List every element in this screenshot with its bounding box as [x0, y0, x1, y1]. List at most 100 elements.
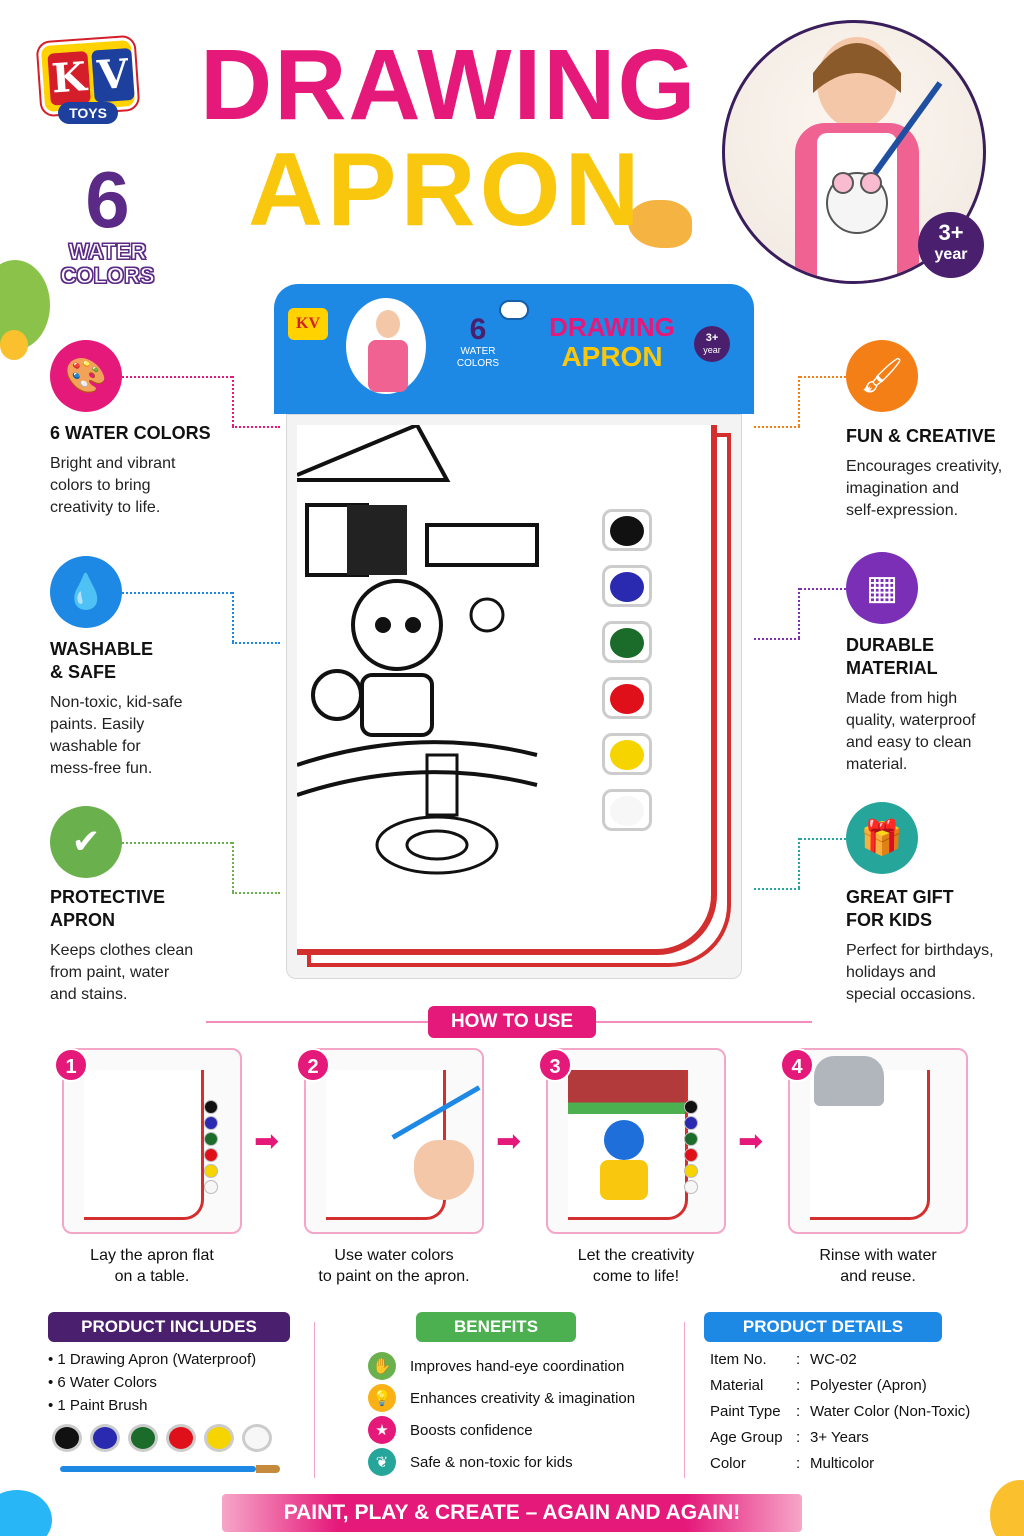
feature-title: WASHABLE	[50, 639, 153, 659]
benefit-item: ★Boosts confidence	[368, 1414, 668, 1446]
feature-title: GREAT GIFT	[846, 887, 954, 907]
paint-pot	[90, 1424, 120, 1452]
title-letters: DRAWING	[200, 29, 698, 141]
feature-description-line: Bright and vibrant	[50, 455, 176, 472]
brand-logo: K V TOYS	[37, 36, 139, 126]
detail-label: Item No.	[710, 1351, 767, 1368]
feature-description: Encourages creativity, imagination and sel…	[846, 456, 1022, 522]
paint-pot	[684, 1164, 698, 1178]
feature-title: FUN & CREATIVE	[846, 426, 996, 446]
list-item: • 1 Drawing Apron (Waterproof)	[48, 1351, 257, 1368]
logo-letter-k: K	[47, 50, 91, 106]
arrow-right-icon: ➡	[254, 1124, 280, 1159]
feature-title: PROTECTIVE	[50, 887, 166, 907]
connector-line	[754, 426, 800, 428]
paint-color	[610, 628, 644, 658]
connector-line	[800, 838, 846, 840]
faucet-image	[814, 1056, 884, 1106]
feature-description-line: imagination and	[846, 480, 959, 497]
detail-colon: :	[796, 1455, 801, 1472]
feature-block: 6 WATER COLORS Bright and vibrant colors t…	[50, 422, 226, 519]
page-title-line2: APRON	[248, 135, 644, 245]
feature-title: 6 WATER COLORS	[50, 423, 211, 443]
page-title-line1: DRAWING	[200, 30, 697, 140]
yellow-splash-decoration	[0, 330, 28, 360]
detail-row: Color:Multicolor	[710, 1451, 1010, 1477]
blue-splash-decoration	[0, 1490, 52, 1536]
age-badge-number: 3+	[938, 220, 964, 245]
benefits-list: ✋Improves hand-eye coordination💡Enhances…	[368, 1350, 668, 1478]
feature-description-line: paints. Easily	[50, 716, 145, 733]
step-illustration	[84, 1070, 204, 1220]
paint-brush-icon: 🖌	[846, 340, 918, 412]
connector-line	[232, 842, 234, 892]
feature-description-line: and easy to clean	[846, 734, 972, 751]
connector-line	[798, 376, 800, 426]
paint-pot	[166, 1424, 196, 1452]
paint-pot	[684, 1100, 698, 1114]
feature-description-line: washable for	[50, 738, 141, 755]
lightbulb-icon: 💡	[368, 1384, 396, 1412]
feature-description-line: material.	[846, 756, 908, 773]
shield-check-icon: ✔	[50, 806, 122, 878]
feature-description-line: self-expression.	[846, 502, 959, 519]
feature-description-line: Encourages creativity,	[846, 458, 1003, 475]
painting-hand-image	[414, 1140, 474, 1200]
age-badge-unit: year	[934, 246, 968, 263]
girl-illustration	[795, 37, 943, 281]
feature-description-line: creativity to life.	[50, 499, 161, 516]
footer-banner: PAINT, PLAY & CREATE – AGAIN AND AGAIN!	[222, 1494, 802, 1532]
list-item: • 6 Water Colors	[48, 1374, 157, 1391]
leaf-icon: ❦	[368, 1448, 396, 1476]
benefits-heading: BENEFITS	[416, 1312, 576, 1342]
gift-icon: 🎁	[846, 802, 918, 874]
paint-color	[610, 684, 644, 714]
detail-value: Water Color (Non-Toxic)	[810, 1403, 971, 1420]
package-title-line2: APRON	[561, 341, 663, 372]
feature-description-line: and stains.	[50, 986, 128, 1003]
step-caption-line: Use water colors	[334, 1247, 454, 1264]
connector-line	[798, 588, 800, 638]
paint-pot	[204, 1100, 218, 1114]
step-caption-line: Lay the apron flat	[90, 1247, 214, 1264]
step-card	[304, 1048, 484, 1234]
title-letters: APRON	[248, 132, 644, 248]
paint-brush-tip	[256, 1465, 280, 1473]
step-card	[546, 1048, 726, 1234]
paint-pot	[684, 1116, 698, 1130]
benefit-text: Boosts confidence	[410, 1421, 533, 1439]
detail-colon: :	[796, 1429, 801, 1446]
detail-label: Color	[710, 1455, 746, 1472]
connector-line	[232, 642, 280, 644]
feature-description-line: mess-free fun.	[50, 760, 153, 777]
hand-icon: ✋	[368, 1352, 396, 1380]
step-card	[788, 1048, 968, 1234]
step-number-badge: 3	[538, 1048, 572, 1082]
connector-line	[232, 592, 234, 642]
yellow-splash-decoration	[990, 1480, 1024, 1536]
feature-title: APRON	[50, 910, 116, 930]
water-colors-count: 6	[85, 155, 130, 244]
feature-description-line: colors to bring	[50, 477, 151, 494]
benefit-item: 💡Enhances creativity & imagination	[368, 1382, 668, 1414]
feature-description: Bright and vibrant colors to bring creativ…	[50, 453, 226, 519]
benefit-item: ❦Safe & non-toxic for kids	[368, 1446, 668, 1478]
paint-color	[610, 572, 644, 602]
paint-brush-image	[60, 1466, 256, 1472]
paint-pot	[684, 1132, 698, 1146]
package-age-badge: 3+ year	[694, 326, 730, 362]
connector-line	[754, 888, 800, 890]
package-six: 6	[469, 313, 487, 346]
connector-line	[122, 842, 232, 844]
list-item: • 1 Paint Brush	[48, 1397, 148, 1414]
feature-description-line: quality, waterproof	[846, 712, 976, 729]
feature-description-line: from paint, water	[50, 964, 170, 981]
product-package: KV 6 WATER COLORS DRAWING APRON 3+ year	[274, 284, 754, 984]
logo-toys-label: TOYS	[58, 102, 118, 124]
